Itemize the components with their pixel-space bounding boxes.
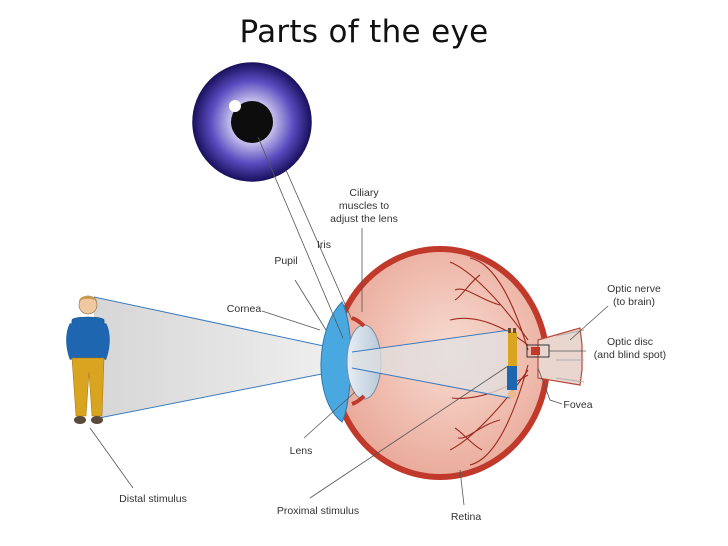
ciliary-label: muscles to <box>339 200 389 212</box>
ciliary-label: adjust the lens <box>330 213 398 225</box>
pupil-leader <box>257 136 344 339</box>
light-cone-outer <box>94 297 352 419</box>
optic-nerve <box>537 327 583 386</box>
proximal-image <box>507 328 517 398</box>
optic-nerve-label: (to brain) <box>613 296 655 308</box>
leader-lines <box>89 136 609 506</box>
fovea-leader <box>537 367 563 405</box>
lens-leader <box>303 391 356 439</box>
retina-vessels <box>449 257 529 466</box>
lens-label: Lens <box>290 445 313 457</box>
ciliary-label: Ciliary <box>349 187 379 199</box>
cornea-label: Cornea <box>227 303 262 315</box>
fovea-label: Fovea <box>563 399 592 411</box>
proximal-leader <box>309 365 509 499</box>
iris-front-view <box>192 62 312 182</box>
pupil-highlight <box>229 100 241 112</box>
retina-leader <box>459 469 465 506</box>
page-title: Parts of the eye <box>239 14 489 50</box>
iris-label: Iris <box>317 239 331 251</box>
retina-label: Retina <box>451 511 482 523</box>
optic-disc-label: (and blind spot) <box>594 349 666 361</box>
pupil-front <box>231 101 273 143</box>
optic-nerve-leader <box>569 305 609 341</box>
distal-stimulus-figure <box>66 295 110 424</box>
eyeball-cross-section <box>320 246 585 480</box>
cornea-leader <box>261 310 321 331</box>
distal-leader <box>89 427 134 489</box>
iris-leader <box>285 169 353 321</box>
distal-stimulus-label: Distal stimulus <box>119 493 187 505</box>
optic-nerve-label: Optic nerve <box>607 283 661 295</box>
proximal-stimulus-label: Proximal stimulus <box>277 505 359 517</box>
optic-disc-label: Optic disc <box>607 336 653 348</box>
pupil-label: Pupil <box>274 255 297 267</box>
